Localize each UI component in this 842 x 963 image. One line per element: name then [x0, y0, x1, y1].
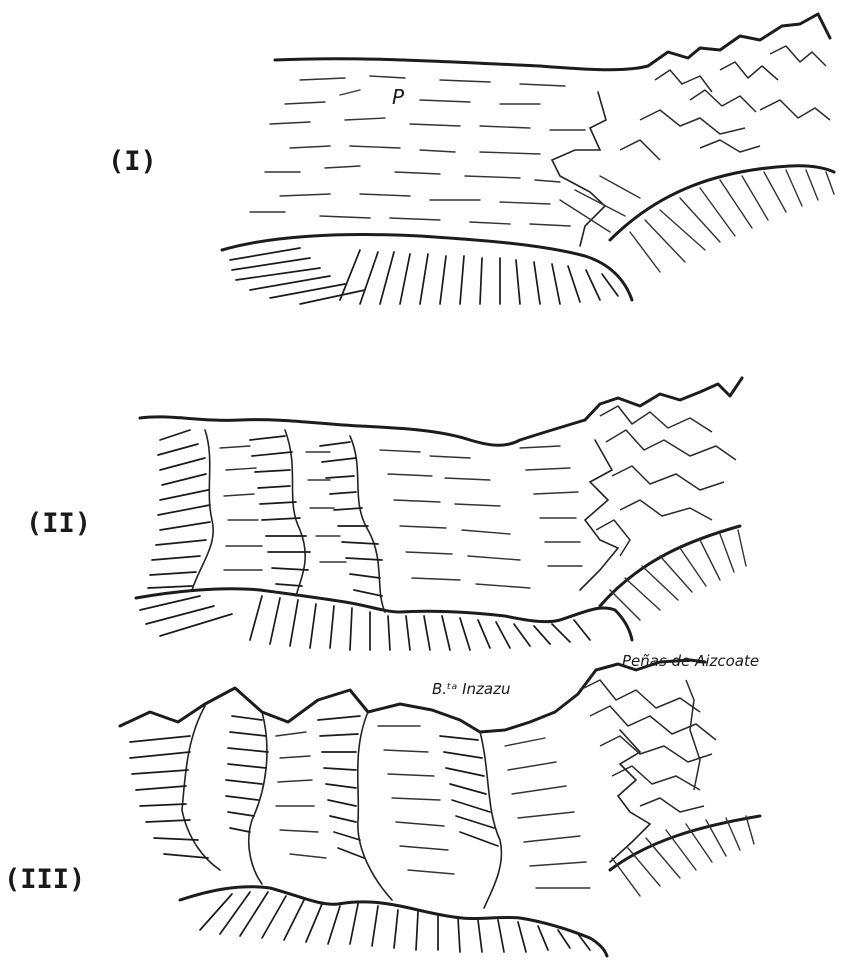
panel-3-lower-hatching — [200, 892, 590, 952]
panel-2-slope-radials — [610, 530, 746, 620]
panel-1-label: (I) — [108, 146, 157, 177]
panel-2-surface-texture — [220, 446, 582, 588]
panel-2-scarp — [580, 440, 618, 590]
panel-3-scarp — [610, 730, 650, 862]
panel-3-ravine-4 — [480, 732, 501, 908]
panel-3-spur-shading — [130, 716, 498, 858]
panel-2-ravine-2 — [285, 430, 305, 596]
panel-2-ravine-shading — [148, 430, 382, 596]
panel-2-ravine-3 — [350, 436, 385, 612]
panel-2-skyline — [140, 378, 742, 445]
panel-3-label: (III) — [4, 864, 85, 895]
panel-2: (II) — [26, 378, 746, 650]
panel-3-col-label: B.ᵗᵃ Inzazu — [432, 680, 511, 698]
panel-1: (I) P — [108, 14, 834, 304]
panel-3-surface-texture — [276, 726, 590, 888]
panel-3-ravine-2 — [249, 712, 267, 884]
panel-1-plateau-edge — [275, 59, 648, 70]
panel-3-ravine-1 — [182, 706, 220, 870]
panel-1-summit-outline — [648, 14, 830, 66]
panel-1-surface-label: P — [392, 85, 405, 109]
panel-1-lower-rim — [222, 235, 632, 300]
panel-1-surface-texture — [250, 76, 585, 226]
panel-3-skyline — [120, 660, 705, 732]
panel-2-label: (II) — [26, 508, 91, 539]
panel-3-rock-texture — [580, 680, 716, 812]
panel-2-base — [136, 589, 632, 640]
panel-3-ravine-3 — [358, 712, 392, 900]
panel-2-lower-hatching — [140, 596, 590, 650]
panel-2-valley-side — [600, 526, 740, 606]
panel-1-lower-hatching — [230, 248, 618, 304]
panel-2-ravine-1 — [192, 430, 213, 590]
panel-3: (III) Peñas de Aizcoate B.ᵗᵃ Inzazu — [4, 652, 760, 956]
panel-1-scarp — [552, 92, 606, 246]
